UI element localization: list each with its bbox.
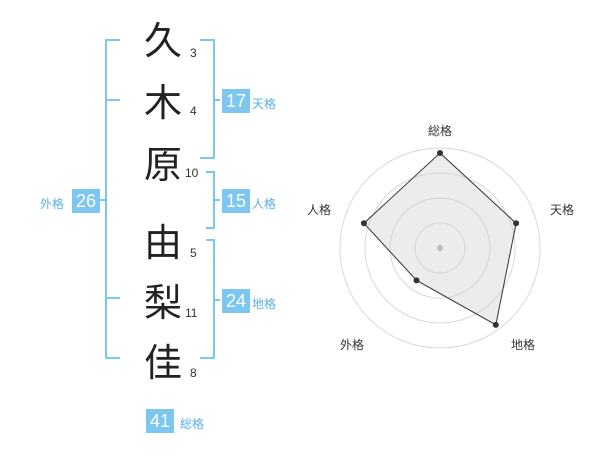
- chikaku-label: 地格: [252, 297, 277, 311]
- name-char-4: 由: [144, 221, 183, 265]
- chikaku-bracket: [200, 239, 220, 359]
- radar-axis-label-chikaku: 地格: [511, 338, 536, 352]
- radar-center: [437, 245, 443, 251]
- tenkaku-bracket: [200, 39, 220, 159]
- gaikaku-badge: 26: [72, 189, 100, 213]
- radar-axis-label-tenkaku: 天格: [550, 203, 575, 217]
- radar-point-3: [492, 321, 499, 328]
- stroke-count-1: 3: [190, 46, 197, 60]
- name-char-3: 原: [144, 143, 183, 187]
- radar-axis-label-gaikaku: 外格: [340, 338, 365, 352]
- radar-axis-label-jinkaku: 人格: [307, 203, 332, 217]
- radar-point-5: [360, 220, 367, 227]
- radar-ring: [389, 197, 491, 299]
- gaikaku-label: 外格: [40, 197, 65, 211]
- stroke-count-4: 5: [190, 246, 197, 260]
- stroke-count-3: 10: [185, 166, 199, 180]
- tenkaku-badge: 17: [222, 89, 250, 113]
- jinkaku-label: 人格: [252, 197, 277, 211]
- radar-ring: [364, 172, 516, 324]
- name-char-2: 木: [144, 81, 183, 125]
- radar-point-4: [413, 277, 420, 284]
- radar-ring: [339, 147, 541, 349]
- radar-axis-label-soukaku: 総格: [428, 124, 453, 138]
- stroke-count-5: 11: [185, 306, 198, 320]
- jinkaku-badge: 15: [222, 189, 250, 213]
- jinkaku-bracket: [206, 171, 220, 229]
- name-char-6: 佳: [144, 341, 183, 385]
- soukaku-label: 総格: [180, 417, 205, 431]
- radar-point-2: [513, 220, 520, 227]
- gaikaku-bracket: [90, 39, 120, 359]
- name-char-1: 久: [144, 19, 183, 63]
- chikaku-badge: 24: [222, 289, 250, 313]
- soukaku-badge: 41: [146, 409, 174, 433]
- radar-point-1: [437, 150, 443, 156]
- radar-ring: [414, 222, 466, 274]
- name-char-5: 梨: [144, 281, 183, 325]
- radar-area: [363, 152, 517, 326]
- tenkaku-label: 天格: [252, 97, 277, 111]
- stroke-count-2: 4: [190, 104, 197, 118]
- stroke-count-6: 8: [190, 366, 197, 380]
